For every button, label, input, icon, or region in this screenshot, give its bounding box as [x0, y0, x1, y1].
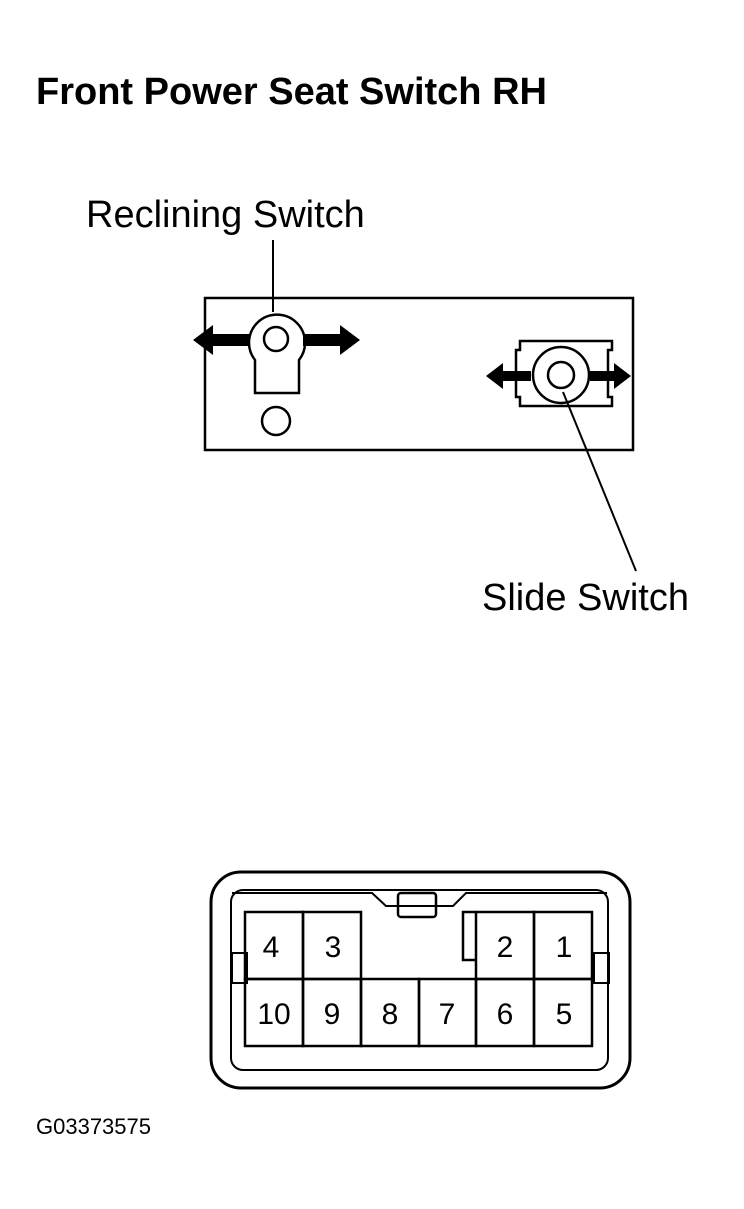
pin-label: 10: [257, 998, 290, 1031]
slide-arrow-right-icon: [590, 363, 631, 389]
connector: 4 3 2 1 10 9 8 7 6 5: [209, 870, 632, 1090]
reclining-switch-knob: [247, 313, 307, 437]
reclining-arrow-right-icon: [303, 325, 360, 355]
slide-switch-label: Slide Switch: [482, 577, 689, 619]
pin-label: 3: [325, 931, 342, 964]
slide-arrow-left-icon: [486, 363, 531, 389]
figure-id: G03373575: [36, 1114, 151, 1139]
pin-label: 9: [324, 998, 341, 1031]
reclining-switch-label: Reclining Switch: [86, 194, 365, 236]
switch-body: [203, 296, 635, 452]
slide-leader-line: [562, 391, 637, 572]
pin-label: 7: [439, 998, 456, 1031]
connector-lock-tab: [396, 891, 438, 919]
reclining-arrow-left-icon: [193, 325, 250, 355]
pin-label: 4: [263, 931, 280, 964]
pin-label: 1: [556, 931, 573, 964]
slide-switch-knob: [514, 339, 614, 408]
diagram-title: Front Power Seat Switch RH: [36, 71, 547, 113]
pin-label: 2: [497, 931, 514, 964]
pin-label: 5: [556, 998, 573, 1031]
pin-label: 8: [382, 998, 399, 1031]
pin-label: 6: [497, 998, 514, 1031]
